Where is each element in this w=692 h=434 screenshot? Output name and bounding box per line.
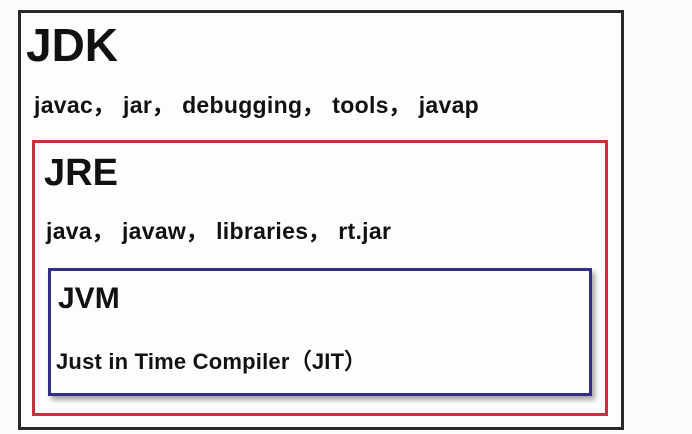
jdk-components: javac， jar， debugging， tools， javap xyxy=(34,92,480,118)
jre-title: JRE xyxy=(44,152,118,194)
jdk-title: JDK xyxy=(26,19,119,71)
jre-components: java， javaw， libraries， rt.jar xyxy=(46,218,392,244)
jvm-box xyxy=(48,268,592,396)
jvm-components: Just in Time Compiler（JIT） xyxy=(56,349,367,374)
jvm-title: JVM xyxy=(58,282,120,315)
